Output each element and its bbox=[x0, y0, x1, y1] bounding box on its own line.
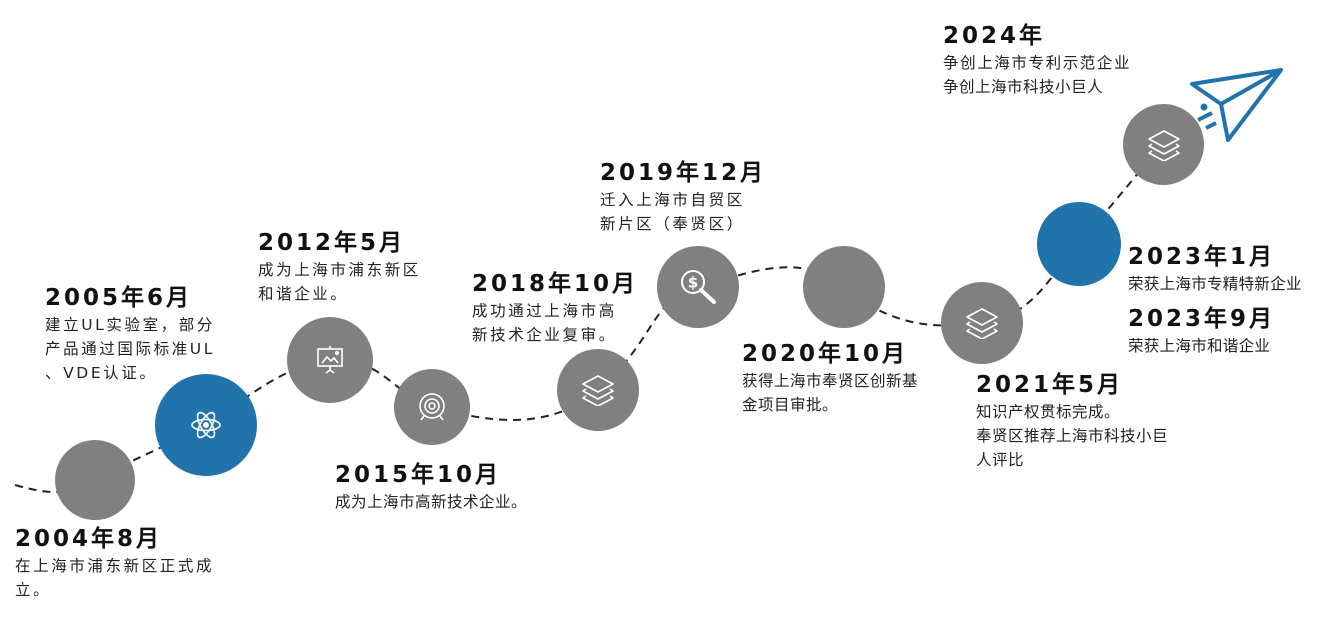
node-2004 bbox=[55, 440, 135, 520]
event-2005-06: 2005年6月 建立UL实验室，部分 产品通过国际标准UL 、VDE认证。 bbox=[45, 283, 215, 385]
layers-icon bbox=[1147, 129, 1180, 161]
event-desc: 和谐企业。 bbox=[258, 285, 349, 303]
event-desc: 金项目审批。 bbox=[742, 396, 839, 414]
event-desc: 建立UL实验室，部分 bbox=[45, 316, 215, 334]
dollar-search-icon: $ bbox=[681, 270, 716, 304]
event-desc: 新片区（奉贤区） bbox=[600, 215, 745, 233]
node-2021 bbox=[941, 282, 1023, 364]
node-2024 bbox=[1123, 104, 1204, 185]
target-icon bbox=[419, 393, 445, 421]
event-date: 2023年1月 bbox=[1128, 244, 1276, 270]
event-desc: 在上海市浦东新区正式成 bbox=[15, 557, 215, 575]
layers-icon bbox=[966, 308, 998, 339]
event-2024: 2024年 争创上海市专利示范企业 争创上海市科技小巨人 bbox=[943, 21, 1131, 99]
event-2023-01: 2023年1月 荣获上海市专精特新企业 bbox=[1128, 242, 1302, 296]
event-date: 2023年9月 bbox=[1128, 306, 1276, 332]
event-desc: 人评比 bbox=[976, 451, 1025, 469]
event-2012-05: 2012年5月 成为上海市浦东新区 和谐企业。 bbox=[258, 228, 421, 306]
event-desc: 新技术企业复审。 bbox=[472, 326, 617, 344]
event-2021-05: 2021年5月 知识产权贯标完成。 奉贤区推荐上海市科技小巨 人评比 bbox=[976, 370, 1168, 472]
event-desc: 奉贤区推荐上海市科技小巨 bbox=[976, 427, 1169, 445]
event-2023-09: 2023年9月 荣获上海市和谐企业 bbox=[1128, 304, 1275, 358]
event-2020-10: 2020年10月 获得上海市奉贤区创新基 金项目审批。 bbox=[742, 339, 918, 417]
event-desc: 争创上海市科技小巨人 bbox=[943, 78, 1104, 96]
presentation-icon bbox=[317, 346, 343, 374]
node-2015 bbox=[394, 369, 470, 445]
event-2019-12: 2019年12月 迁入上海市自贸区 新片区（奉贤区） bbox=[600, 158, 766, 236]
event-2004-08: 2004年8月 在上海市浦东新区正式成 立。 bbox=[15, 524, 214, 602]
layers-icon bbox=[582, 375, 614, 406]
node-2005 bbox=[155, 374, 257, 476]
event-desc: 成为上海市浦东新区 bbox=[258, 261, 421, 279]
node-2018 bbox=[557, 349, 639, 431]
event-date: 2015年10月 bbox=[335, 462, 502, 488]
event-date: 2020年10月 bbox=[742, 341, 909, 367]
event-desc: 荣获上海市和谐企业 bbox=[1128, 337, 1271, 355]
event-desc: 荣获上海市专精特新企业 bbox=[1128, 275, 1302, 293]
event-date: 2021年5月 bbox=[976, 372, 1124, 398]
event-desc: 争创上海市专利示范企业 bbox=[943, 54, 1132, 72]
event-date: 2018年10月 bbox=[472, 271, 639, 297]
event-desc: 立。 bbox=[15, 581, 52, 599]
event-desc: 知识产权贯标完成。 bbox=[976, 403, 1121, 421]
event-date: 2005年6月 bbox=[45, 285, 193, 311]
event-2018-10: 2018年10月 成功通过上海市高 新技术企业复审。 bbox=[472, 269, 638, 347]
event-2015-10: 2015年10月 成为上海市高新技术企业。 bbox=[335, 460, 527, 514]
event-desc: 、VDE认证。 bbox=[45, 364, 158, 382]
event-date: 2019年12月 bbox=[600, 160, 767, 186]
event-date: 2004年8月 bbox=[15, 526, 163, 552]
event-date: 2024年 bbox=[943, 23, 1046, 49]
node-2020 bbox=[803, 246, 885, 328]
paper-plane-icon bbox=[1190, 68, 1283, 142]
event-desc: 获得上海市奉贤区创新基 bbox=[742, 372, 919, 390]
node-2023 bbox=[1037, 202, 1121, 286]
node-2019: $ bbox=[657, 246, 739, 328]
event-desc: 成为上海市高新技术企业。 bbox=[335, 493, 528, 511]
event-desc: 产品通过国际标准UL bbox=[45, 340, 215, 358]
node-2012 bbox=[287, 317, 373, 403]
event-date: 2012年5月 bbox=[258, 230, 406, 256]
event-desc: 成功通过上海市高 bbox=[472, 302, 617, 320]
event-desc: 迁入上海市自贸区 bbox=[600, 191, 745, 209]
svg-text:$: $ bbox=[688, 274, 698, 292]
atom-icon bbox=[191, 411, 221, 439]
